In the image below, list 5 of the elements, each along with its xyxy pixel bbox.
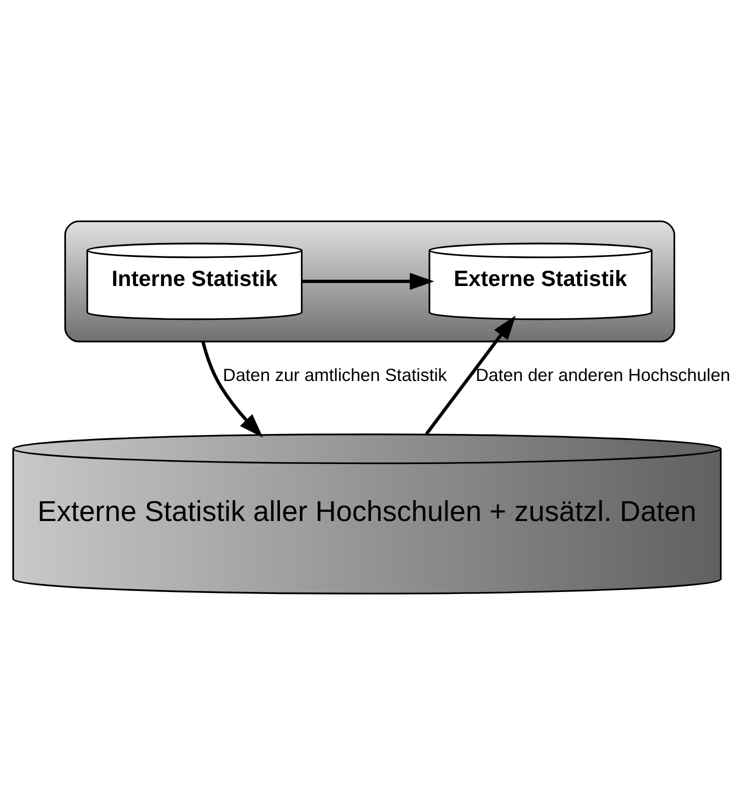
arrow [302, 272, 434, 290]
edge-label: Daten zur amtlichen Statistik [222, 364, 447, 385]
edge-label: Daten der anderen Hochschulen [476, 364, 730, 385]
arrow [201, 340, 263, 438]
arrow [425, 315, 516, 434]
